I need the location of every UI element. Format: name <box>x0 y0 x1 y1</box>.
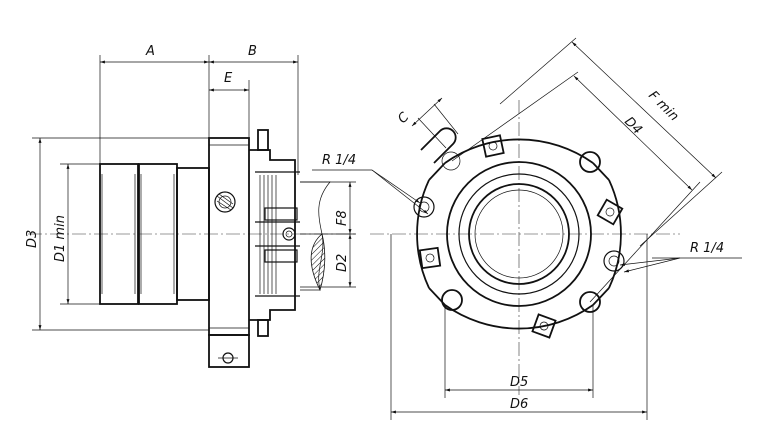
port-left-icon <box>413 196 435 218</box>
dimension-d3 <box>32 137 209 331</box>
label-d2: D2 <box>335 254 350 272</box>
slot-bottom-left <box>441 289 463 311</box>
label-d1: D1 min <box>53 215 68 262</box>
label-f8: F8 <box>335 210 350 226</box>
dimension-d2 <box>300 234 356 288</box>
dimension-a <box>99 55 210 164</box>
label-f: F min <box>645 88 681 124</box>
inner-ring-mid <box>458 173 580 295</box>
label-d4: D4 <box>621 114 645 138</box>
inner-ring-bore-inner <box>474 189 564 279</box>
clamp-block-icon <box>596 198 624 226</box>
label-r-right: R 1/4 <box>690 241 724 256</box>
dimension-f <box>499 37 723 247</box>
drive-pin-icon <box>282 227 296 241</box>
dimension-d5 <box>444 305 594 398</box>
label-d6: D6 <box>510 397 528 412</box>
dimension-d1 <box>60 163 100 305</box>
clamp-block-icon <box>481 134 505 158</box>
dimension-f8 <box>300 181 356 235</box>
label-r-top: R 1/4 <box>322 153 356 168</box>
flange <box>208 137 250 368</box>
clamp-block-icon <box>418 246 442 270</box>
dimension-d6 <box>390 234 648 420</box>
slot-top-left <box>420 127 461 171</box>
label-e: E <box>224 71 233 86</box>
seal-cartridge <box>249 129 300 337</box>
slot-bottom-right <box>579 291 601 313</box>
label-a: A <box>145 44 155 59</box>
port-right-icon <box>603 250 625 272</box>
shaft-break <box>300 181 331 292</box>
front-view: R 1/4 R 1/4 C D4 F min <box>312 37 742 420</box>
leader-r-right <box>619 257 742 273</box>
inner-ring-outer <box>446 161 592 307</box>
label-c: C <box>395 109 413 127</box>
clamp-block-icon <box>531 313 557 339</box>
label-d5: D5 <box>510 375 528 390</box>
flange-outline <box>416 138 622 330</box>
side-view: A B E D3 D1 min <box>25 44 356 368</box>
set-screw-icon <box>214 191 236 213</box>
dimension-c <box>411 97 459 149</box>
dimension-b <box>209 55 299 175</box>
label-b: B <box>248 44 257 59</box>
label-d3: D3 <box>25 230 40 248</box>
bottom-screw-icon <box>218 352 238 364</box>
dimension-e <box>209 80 250 138</box>
leader-r-top <box>312 169 429 215</box>
inner-ring-bore <box>468 183 570 285</box>
